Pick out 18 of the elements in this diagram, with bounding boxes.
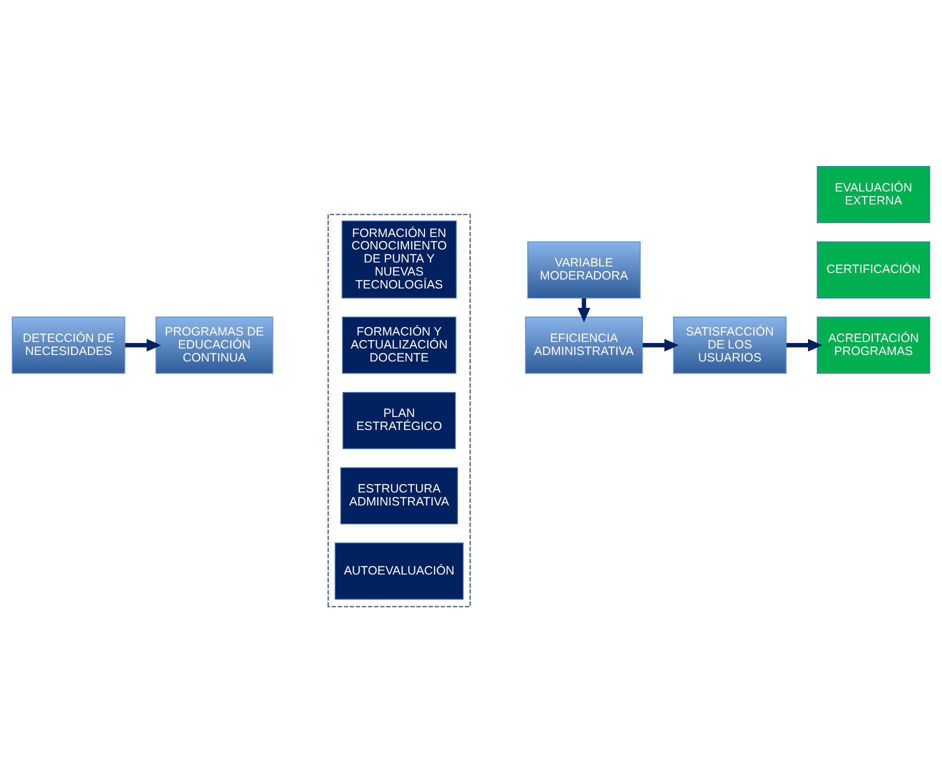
node-box: PLAN ESTRATÉGICO (342, 392, 456, 450)
node-box: ACREDITACIÓN PROGRAMAS (816, 316, 930, 374)
node-box: DETECCIÓN DE NECESIDADES (12, 316, 126, 374)
node-box: PROGRAMAS DE EDUCACIÓN CONTINUA (156, 316, 274, 374)
node-box: SATISFACCIÓN DE LOS USUARIOS (673, 316, 786, 374)
arrow (578, 298, 590, 322)
node-box: ESTRUCTURA ADMINISTRATIVA (340, 467, 458, 524)
node-box: FORMACIÓN Y ACTUALIZACIÓN DOCENTE (342, 316, 456, 374)
cluster (328, 214, 471, 608)
node-box: AUTOEVALUACIÓN (334, 542, 464, 600)
node-box: EVALUACIÓN EXTERNA (816, 166, 930, 224)
node-box: CERTIFICACIÓN (816, 241, 930, 298)
arrow (642, 338, 679, 352)
arrow (786, 338, 822, 352)
arrow (125, 338, 162, 352)
node-box: VARIABLE MODERADORA (527, 241, 641, 298)
node-box: EFICIENCIA ADMINISTRATIVA (525, 316, 643, 374)
node-box: FORMACIÓN EN CONOCIMIENTO DE PUNTA Y NUEVAS TECNOLOGÍAS (342, 220, 457, 298)
